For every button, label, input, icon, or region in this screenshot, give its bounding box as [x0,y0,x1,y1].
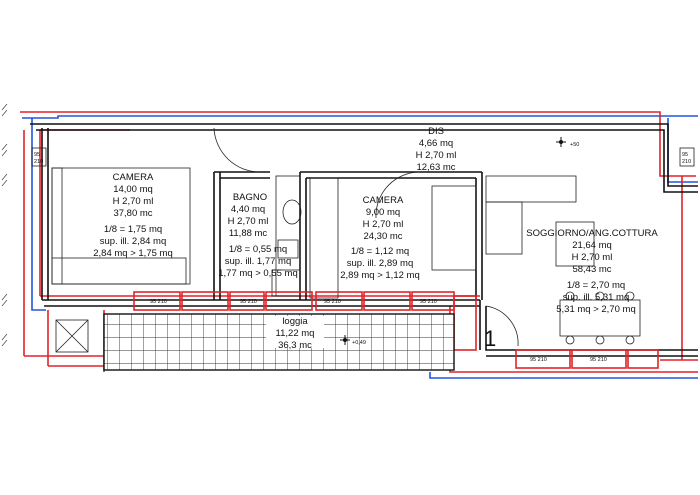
bed-camera2 [309,177,477,299]
room-label-camera1: CAMERA 14,00 mq H 2,70 ml 37,80 mc 1/8 =… [93,172,172,259]
svg-text:sup. ill. 5,31 mq: sup. ill. 5,31 mq [563,292,630,303]
svg-text:1/8 = 1,12 mq: 1/8 = 1,12 mq [351,246,409,257]
svg-text:DIS: DIS [428,126,444,137]
svg-text:sup. ill. 2,89 mq: sup. ill. 2,89 mq [347,258,414,269]
svg-text:24,30 mc: 24,30 mc [363,231,402,242]
room-label-bagno: BAGNO 4,40 mq H 2,70 ml 11,88 mc 1/8 = 0… [218,192,297,279]
svg-text:95 210: 95 210 [240,299,257,305]
shaft [55,319,89,353]
svg-text:BAGNO: BAGNO [233,192,267,203]
svg-text:4,66 mq: 4,66 mq [419,138,453,149]
svg-text:95 210: 95 210 [530,357,547,363]
svg-text:9,00 mq: 9,00 mq [366,207,400,218]
svg-text:4,40 mq: 4,40 mq [231,204,265,215]
svg-text:21,64 mq: 21,64 mq [572,240,612,251]
svg-text:1/8 = 2,70 mq: 1/8 = 2,70 mq [567,280,625,291]
unit-number: 1 [484,326,496,351]
window-tag-95-right: 95 [682,152,688,158]
svg-text:CAMERA: CAMERA [113,172,154,183]
window-bays: 95 210 95 210 95 210 95 210 95 210 95 21… [133,291,659,369]
svg-text:58,43 mc: 58,43 mc [572,264,611,275]
svg-text:1/8 = 0,55 mq: 1/8 = 0,55 mq [229,244,287,255]
room-label-loggia: loggia 11,22 mq 36,3 mc [276,316,315,351]
svg-text:+0,49: +0,49 [352,340,366,346]
svg-text:H 2,70 ml: H 2,70 ml [228,216,269,227]
svg-text:2,84 mq > 1,75 mq: 2,84 mq > 1,75 mq [93,248,172,259]
svg-text:sup. ill. 1,77 mq: sup. ill. 1,77 mq [225,256,292,267]
exterior-walls [30,123,698,357]
svg-text:+50: +50 [570,142,579,148]
level-marker-loggia: +0,49 [340,335,366,346]
window-tag-95: 95 [34,152,40,158]
svg-text:loggia: loggia [282,316,308,327]
svg-text:H 2,70 ml: H 2,70 ml [572,252,613,263]
svg-text:14,00 mq: 14,00 mq [113,184,153,195]
svg-text:SOGGIORNO/ANG.COTTURA: SOGGIORNO/ANG.COTTURA [526,228,658,239]
svg-text:95 210: 95 210 [590,357,607,363]
svg-text:95 210: 95 210 [420,299,437,305]
blue-boundary-line [22,115,698,379]
break-marks-left [1,103,8,347]
svg-text:1/8 = 1,75 mq: 1/8 = 1,75 mq [104,224,162,235]
svg-text:1,77 mq > 0,55 mq: 1,77 mq > 0,55 mq [218,268,297,279]
living-furniture [485,175,641,345]
room-label-camera2: CAMERA 9,00 mq H 2,70 ml 24,30 mc 1/8 = … [340,195,419,281]
level-marker-dis: +50 [556,137,579,148]
room-label-soggiorno: SOGGIORNO/ANG.COTTURA 21,64 mq H 2,70 ml… [526,228,658,315]
svg-text:2,89 mq > 1,12 mq: 2,89 mq > 1,12 mq [340,270,419,281]
window-tag-left: 95 210 95 210 [31,147,695,167]
svg-text:H 2,70 ml: H 2,70 ml [416,150,457,161]
door-swings [213,127,519,347]
svg-text:sup. ill. 2,84 mq: sup. ill. 2,84 mq [100,236,167,247]
svg-text:12,63 mc: 12,63 mc [416,162,455,173]
svg-text:11,22 mq: 11,22 mq [276,328,315,339]
svg-text:5,31 mq > 2,70 mq: 5,31 mq > 2,70 mq [556,304,635,315]
loggia-label-box [266,316,324,348]
svg-text:95 210: 95 210 [324,299,341,305]
bed-camera1 [51,167,191,285]
svg-text:H 2,70 ml: H 2,70 ml [113,196,154,207]
room-label-dis: DIS 4,66 mq H 2,70 ml 12,63 mc [416,126,457,173]
svg-text:H 2,70 ml: H 2,70 ml [363,219,404,230]
svg-text:11,88 mc: 11,88 mc [229,228,268,239]
svg-text:CAMERA: CAMERA [363,195,404,206]
window-tag-210: 210 [34,159,43,165]
svg-text:36,3 mc: 36,3 mc [278,340,312,351]
bathroom-fixtures [271,175,302,297]
svg-text:37,80 mc: 37,80 mc [113,208,152,219]
window-tag-210-right: 210 [682,159,691,165]
svg-text:95 210: 95 210 [150,299,167,305]
